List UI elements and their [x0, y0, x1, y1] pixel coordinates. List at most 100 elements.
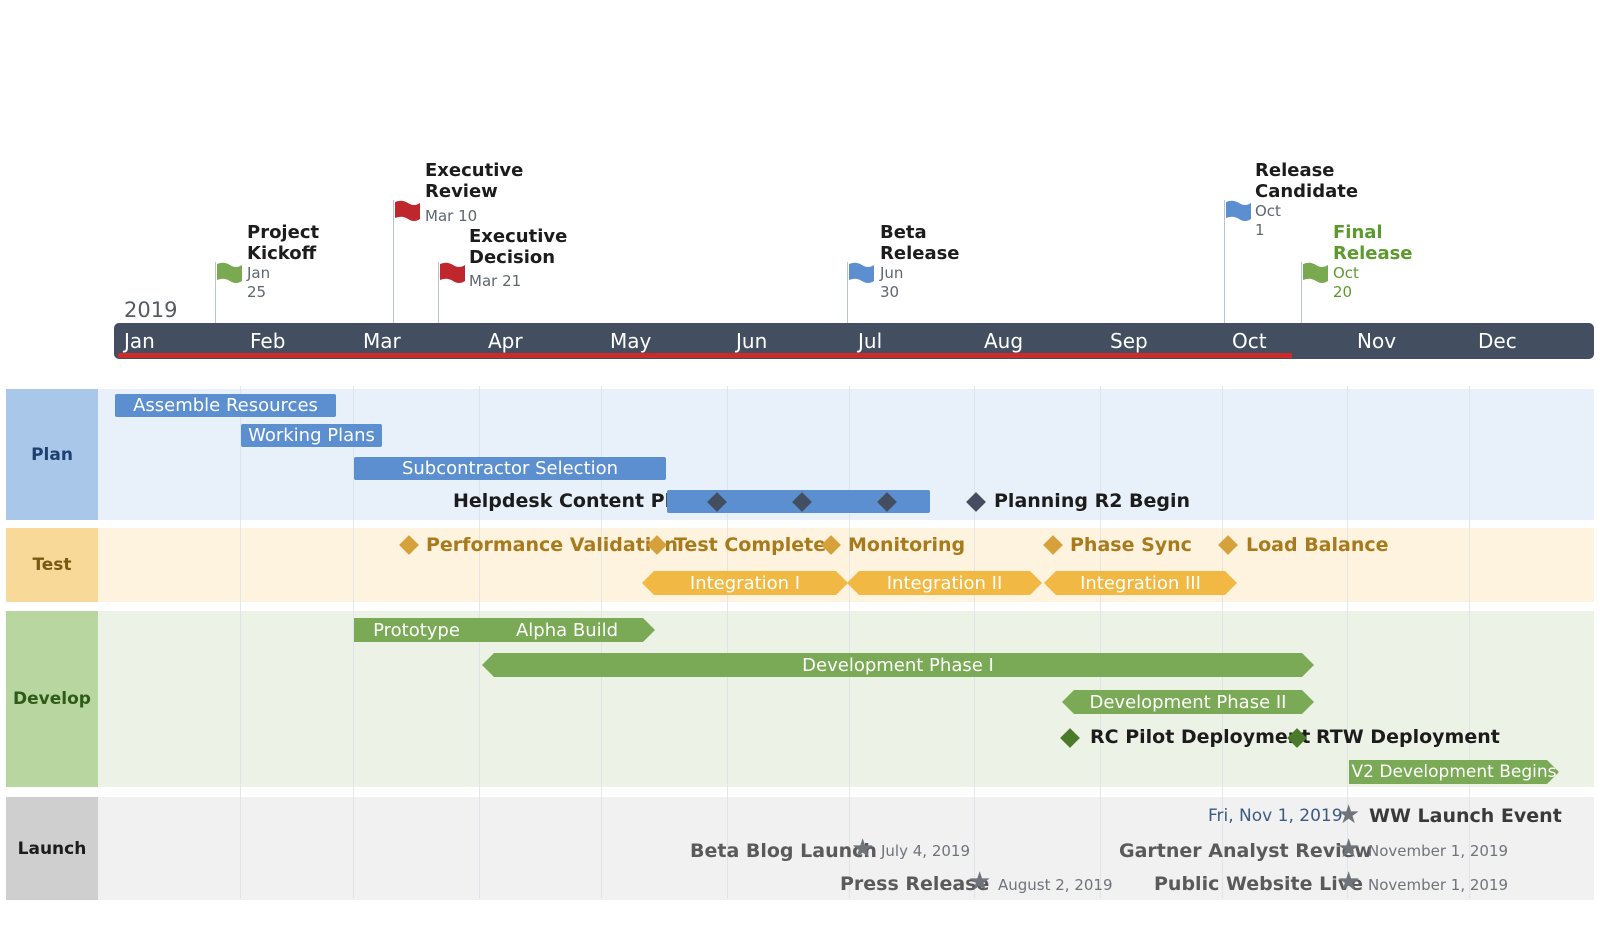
- milestone-title: Review: [425, 181, 498, 202]
- task-development-phase-i[interactable]: Development Phase I: [482, 653, 1314, 677]
- milestone-label-load-balance: Load Balance: [1246, 534, 1389, 556]
- milestone-title: Release: [880, 243, 960, 264]
- launch-label-beta-blog: Beta Blog Launch: [690, 840, 877, 862]
- milestone-title: Candidate: [1255, 181, 1359, 202]
- month-label: Nov: [1357, 329, 1397, 353]
- month-label: Apr: [488, 329, 523, 353]
- milestone-stem: [438, 262, 439, 324]
- milestone-date: Oct: [1255, 202, 1281, 220]
- launch-date-gartner: November 1, 2019: [1368, 842, 1509, 860]
- milestone-label-test-complete: Test Complete: [674, 534, 827, 556]
- star-icon[interactable]: ★: [968, 867, 992, 897]
- launch-label-press-release: Press Release: [840, 873, 990, 895]
- milestone-date: 20: [1333, 283, 1353, 301]
- milestone-date: Mar 21: [469, 272, 522, 290]
- flag-icon: [440, 262, 465, 283]
- milestone-date: 25: [247, 283, 267, 301]
- milestone-stem: [393, 200, 394, 324]
- month-label: May: [610, 329, 652, 353]
- launch-date-press-release: August 2, 2019: [998, 876, 1113, 894]
- task-integration-ii[interactable]: Integration II: [847, 571, 1042, 595]
- gridline: [974, 386, 975, 898]
- timeline-progress-bar: [118, 353, 1292, 358]
- milestone-date: 1: [1255, 221, 1265, 239]
- launch-date-public-website: November 1, 2019: [1368, 876, 1509, 894]
- lane-label-launch: Launch: [6, 797, 98, 900]
- task-subcontractor-selection[interactable]: Subcontractor Selection: [354, 457, 666, 480]
- milestone-title: Executive: [469, 226, 568, 247]
- milestone-title: Executive: [425, 160, 524, 181]
- task-v2-development-begins[interactable]: V2 Development Begins: [1349, 760, 1559, 784]
- milestone-label-performance-validation: Performance Validation: [426, 534, 678, 556]
- star-icon[interactable]: ★: [1337, 800, 1361, 830]
- milestone-stem: [847, 262, 848, 324]
- gridline: [1347, 386, 1348, 898]
- lane-label-plan: Plan: [6, 389, 98, 520]
- milestone-date: 30: [880, 283, 900, 301]
- year-label: 2019: [124, 298, 178, 322]
- milestone-date: Mar 10: [425, 207, 478, 225]
- gridline: [479, 386, 480, 898]
- milestone-date: Jun: [880, 264, 904, 282]
- lane-label-develop: Develop: [6, 611, 98, 787]
- launch-date-beta-blog: July 4, 2019: [881, 842, 970, 860]
- milestone-label-phase-sync: Phase Sync: [1070, 534, 1192, 556]
- milestone-title: Kickoff: [247, 243, 317, 264]
- month-label: Aug: [984, 329, 1024, 353]
- milestone-title: Release: [1255, 160, 1335, 181]
- milestone-date: Jan: [247, 264, 271, 282]
- milestone-label-rc-pilot-deployment: RC Pilot Deployment: [1090, 726, 1311, 748]
- milestone-date: Oct: [1333, 264, 1359, 282]
- gridline: [1100, 386, 1101, 898]
- flag-icon: [849, 262, 874, 283]
- gridline: [727, 386, 728, 898]
- task-working-plans[interactable]: Working Plans: [241, 424, 382, 447]
- task-assemble-resources[interactable]: Assemble Resources: [115, 394, 336, 417]
- milestone-title: Release: [1333, 243, 1413, 264]
- milestone-title: Final: [1333, 222, 1383, 243]
- milestone-stem: [1224, 200, 1225, 324]
- month-label: Sep: [1110, 329, 1148, 353]
- milestone-stem: [1301, 262, 1302, 324]
- gridline: [240, 386, 241, 898]
- lane-develop-background: [6, 611, 1594, 787]
- month-label: Jan: [124, 329, 155, 353]
- task-integration-iii[interactable]: Integration III: [1044, 571, 1237, 595]
- task-prototype[interactable]: Prototype: [354, 618, 479, 642]
- star-icon[interactable]: ★: [1337, 834, 1361, 864]
- task-integration-i[interactable]: Integration I: [642, 571, 848, 595]
- milestone-label-planning-r2: Planning R2 Begin: [994, 490, 1191, 512]
- milestone-title: Beta: [880, 222, 927, 243]
- task-development-phase-ii[interactable]: Development Phase II: [1062, 690, 1314, 714]
- flag-icon: [1226, 200, 1251, 221]
- task-alpha-build[interactable]: Alpha Build: [479, 618, 655, 642]
- month-label: Dec: [1478, 329, 1517, 353]
- flag-icon: [1303, 262, 1328, 283]
- milestone-stem: [215, 262, 216, 324]
- task-label-helpdesk-content-plan: Helpdesk Content Plan: [453, 490, 698, 512]
- flag-icon: [217, 262, 242, 283]
- gridline: [1222, 386, 1223, 898]
- gridline: [849, 386, 850, 898]
- launch-label-ww-launch-event: WW Launch Event: [1369, 805, 1562, 827]
- flag-icon: [395, 200, 420, 221]
- month-label: Feb: [250, 329, 286, 353]
- gridline: [353, 386, 354, 898]
- month-label: Oct: [1232, 329, 1267, 353]
- launch-label-public-website: Public Website Live: [1154, 873, 1364, 895]
- month-label: Jul: [858, 329, 883, 353]
- lane-launch-background: [6, 797, 1594, 900]
- lane-label-test: Test: [6, 528, 98, 602]
- gridline: [601, 386, 602, 898]
- launch-date-ww: Fri, Nov 1, 2019: [1208, 806, 1343, 826]
- milestone-label-rtw-deployment: RTW Deployment: [1316, 726, 1500, 748]
- month-label: Mar: [363, 329, 401, 353]
- month-label: Jun: [736, 329, 768, 353]
- star-icon[interactable]: ★: [1337, 867, 1361, 897]
- gridline: [1469, 386, 1470, 898]
- milestone-title: Decision: [469, 247, 556, 268]
- star-icon[interactable]: ★: [851, 834, 875, 864]
- milestone-title: Project: [247, 222, 320, 243]
- milestone-label-monitoring: Monitoring: [848, 534, 966, 556]
- launch-label-gartner: Gartner Analyst Review: [1119, 840, 1373, 862]
